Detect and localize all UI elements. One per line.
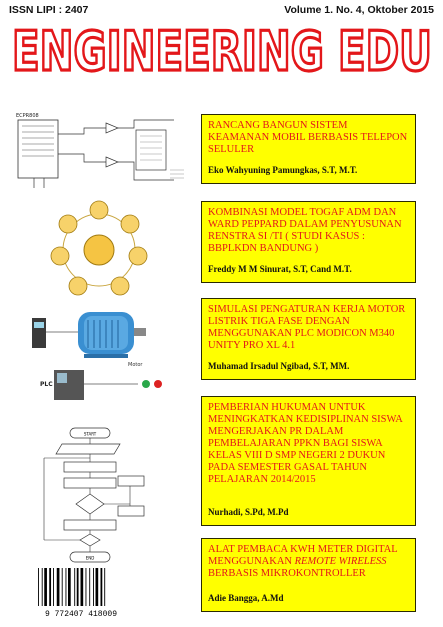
article-box-3[interactable]: SIMULASI PENGATURAN KERJA MOTOR LISTRIK … (201, 298, 416, 380)
article-title: PEMBERIAN HUKUMAN UNTUK MENINGKATKAN KED… (208, 402, 403, 485)
article-title-part: ALAT PEMBACA KWH METER DIGITAL MENGGUNAK… (208, 544, 398, 567)
article-title: KOMBINASI MODEL TOGAF ADM DAN WARD PEPPA… (208, 207, 402, 254)
article-author: Adie Bangga, A.Md (208, 593, 284, 603)
article-title: ALAT PEMBACA KWH METER DIGITAL MENGGUNAK… (208, 544, 409, 580)
plc-motor-illustration: Motor PLC (32, 312, 162, 400)
article-title: RANCANG BANGUN SISTEM KEAMANAN MOBIL BER… (208, 120, 408, 155)
circuit-diagram-illustration: ECPR808 (16, 113, 184, 188)
motor-label: Motor (128, 362, 143, 368)
article-box-5[interactable]: ALAT PEMBACA KWH METER DIGITAL MENGGUNAK… (201, 538, 416, 612)
volume-label: Volume 1. No. 4, Oktober 2015 (284, 4, 434, 16)
article-author: Nurhadi, S.Pd, M.Pd (208, 507, 289, 517)
article-author: Muhamad Irsadul Ngibad, S.T, MM. (208, 361, 350, 371)
issn-label: ISSN LIPI : 2407 (9, 4, 89, 16)
barcode: 9 772407 418009 (34, 566, 128, 618)
article-title-italic: REMOTE WIRELESS (294, 556, 387, 567)
article-box-1[interactable]: RANCANG BANGUN SISTEM KEAMANAN MOBIL BER… (201, 114, 416, 184)
masthead-logo: ENGINEERING EDU (10, 20, 433, 78)
article-author: Eko Wahyuning Pamungkas, S.T, M.T. (208, 165, 358, 175)
masthead-title: ENGINEERING EDU (12, 20, 432, 78)
flowchart-end-label: END (86, 556, 95, 561)
barcode-number: 9 772407 418009 (45, 610, 117, 618)
plc-label: PLC (40, 381, 53, 388)
togaf-cycle-illustration (50, 200, 148, 296)
article-title-part: BERBASIS MIKROKONTROLLER (208, 568, 366, 579)
circuit-label: ECPR808 (16, 113, 39, 119)
article-author: Freddy M M Sinurat, S.T, Cand M.T. (208, 264, 352, 274)
flowchart-illustration: START END (43, 427, 145, 563)
article-title: SIMULASI PENGATURAN KERJA MOTOR LISTRIK … (208, 304, 406, 351)
flowchart-start-label: START (84, 432, 97, 437)
article-box-2[interactable]: KOMBINASI MODEL TOGAF ADM DAN WARD PEPPA… (201, 201, 416, 283)
article-box-4[interactable]: PEMBERIAN HUKUMAN UNTUK MENINGKATKAN KED… (201, 396, 416, 526)
